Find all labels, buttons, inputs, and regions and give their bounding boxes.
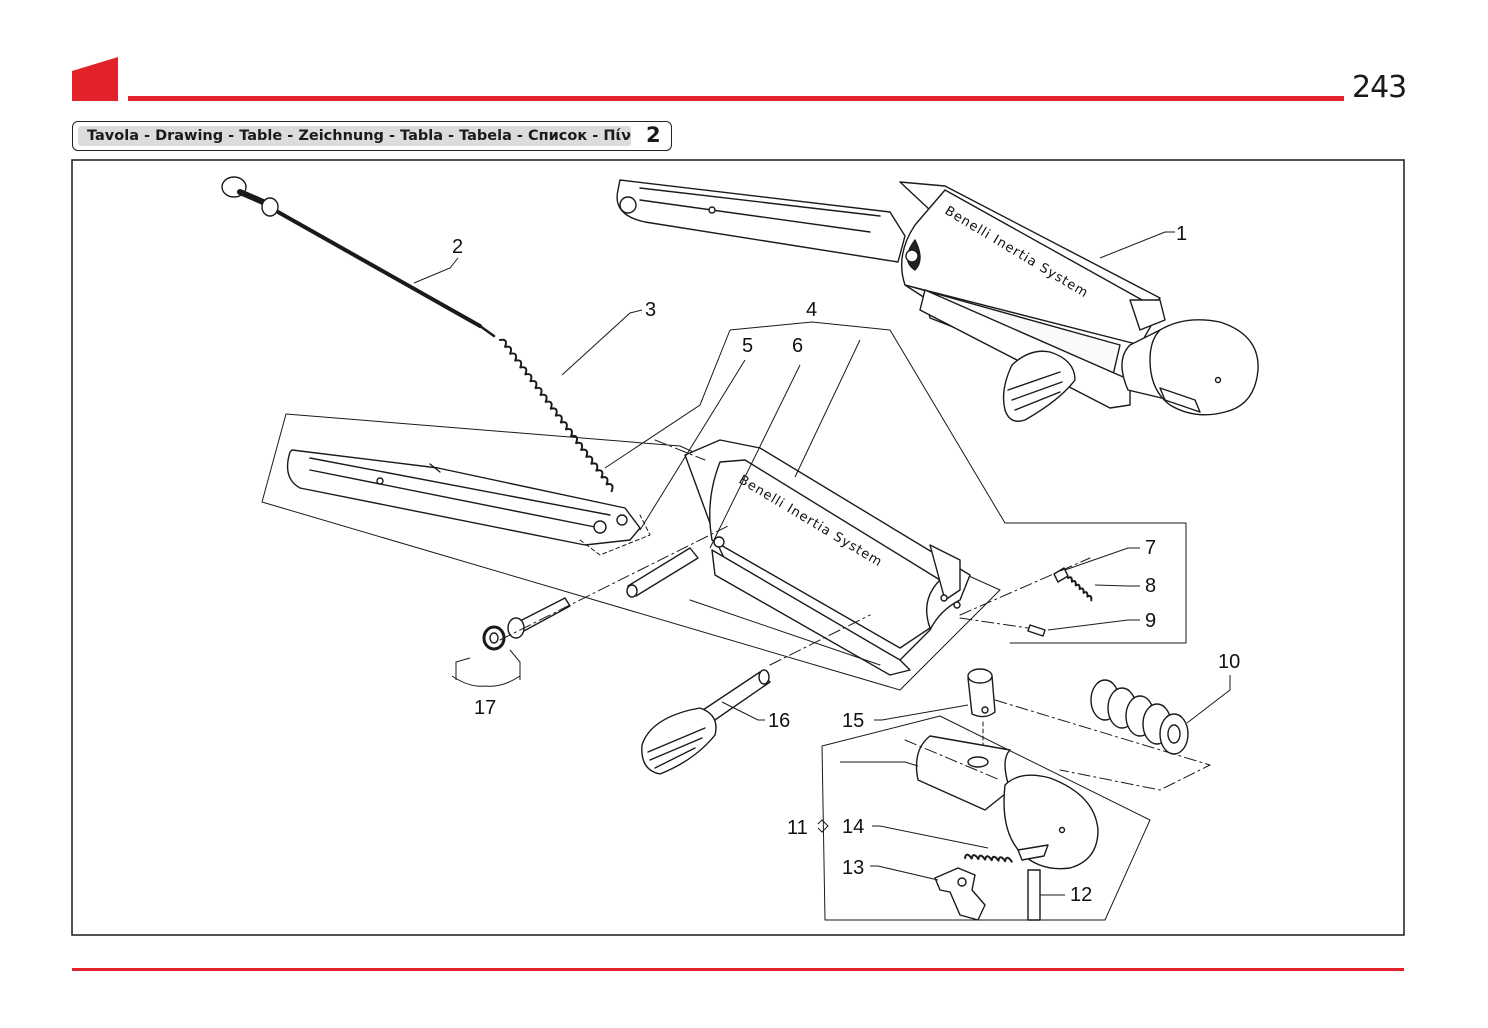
callout-7: 7	[1145, 537, 1156, 559]
part-6-pin	[626, 547, 699, 598]
callout-8: 8	[1145, 575, 1156, 597]
part-11-group-outline	[821, 715, 1151, 921]
footer-rule	[72, 968, 1404, 971]
part-11-bolt-head	[915, 735, 1099, 870]
part-8-spring	[1067, 576, 1093, 602]
callout-10: 10	[1218, 651, 1240, 673]
part-17-pin-washer	[482, 597, 571, 651]
part-16-cocking-handle	[641, 669, 771, 775]
drawing-tab-number: 2	[646, 123, 661, 147]
drawing-tab-label: Tavola - Drawing - Table - Zeichnung - T…	[78, 126, 631, 146]
callout-12: 12	[1070, 884, 1092, 906]
part-7-plunger	[1053, 567, 1069, 583]
callout-15: 15	[842, 710, 864, 732]
callout-16: 16	[768, 710, 790, 732]
callout-labels: 1 2 3 4 5 6 7 8 9 10 11 12 13 14 15 16 1…	[452, 223, 1240, 906]
page-number: 243	[1352, 70, 1407, 105]
brand-logo	[72, 57, 118, 101]
callout-17: 17	[474, 697, 496, 719]
callout-4: 4	[806, 299, 817, 321]
drawing-tab: Tavola - Drawing - Table - Zeichnung - T…	[72, 121, 672, 151]
part-9-pin	[1027, 624, 1046, 637]
diagram-frame	[71, 159, 1405, 936]
part-1-bolt-assembly	[616, 179, 1259, 422]
callout-6: 6	[792, 335, 803, 357]
part-12-pin	[1027, 869, 1041, 921]
callout-14: 14	[842, 816, 864, 838]
callout-9: 9	[1145, 610, 1156, 632]
header-rule	[128, 96, 1344, 101]
part-5-carrier-arm	[286, 449, 651, 556]
part-10-inertia-spring	[1090, 679, 1189, 755]
parts-7-9-group-outline	[1004, 522, 1187, 644]
callout-1: 1	[1176, 223, 1187, 245]
bolt-body	[684, 439, 971, 676]
callout-2: 2	[452, 236, 463, 258]
callout-5: 5	[742, 335, 753, 357]
callout-13: 13	[842, 857, 864, 879]
callout-leaders	[413, 231, 1231, 896]
callout-11: 11	[787, 817, 808, 839]
part-13-extractor	[934, 867, 986, 921]
part-14-extractor-spring	[964, 853, 1013, 863]
part-2-firing-pin	[221, 176, 496, 338]
part-3-spring	[499, 338, 614, 493]
assembly-axes	[499, 439, 1211, 791]
callout-3: 3	[645, 299, 656, 321]
